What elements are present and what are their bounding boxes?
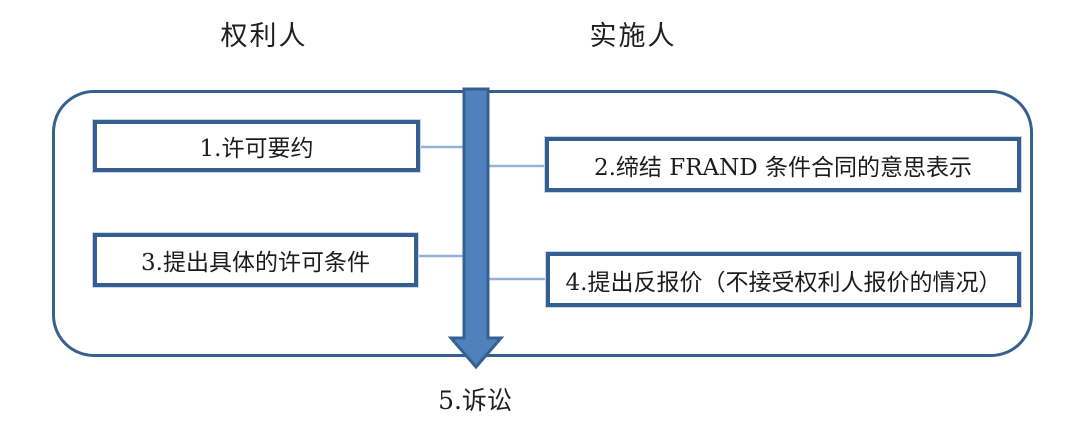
step-box-frand-intent: 2.缔结 FRAND 条件合同的意思表示 [545, 137, 1021, 192]
step-box-license-offer: 1.许可要约 [93, 120, 420, 172]
step-box-counter-offer: 4.提出反报价（不接受权利人报价的情况） [546, 252, 1021, 307]
column-header-implementer: 实施人 [589, 21, 677, 52]
column-header-rights-holder: 权利人 [220, 21, 308, 52]
step-box-specific-conditions: 3.提出具体的许可条件 [93, 233, 418, 287]
process-container-frame [52, 90, 1033, 357]
arrow-caption-litigation: 5.诉讼 [438, 386, 512, 415]
